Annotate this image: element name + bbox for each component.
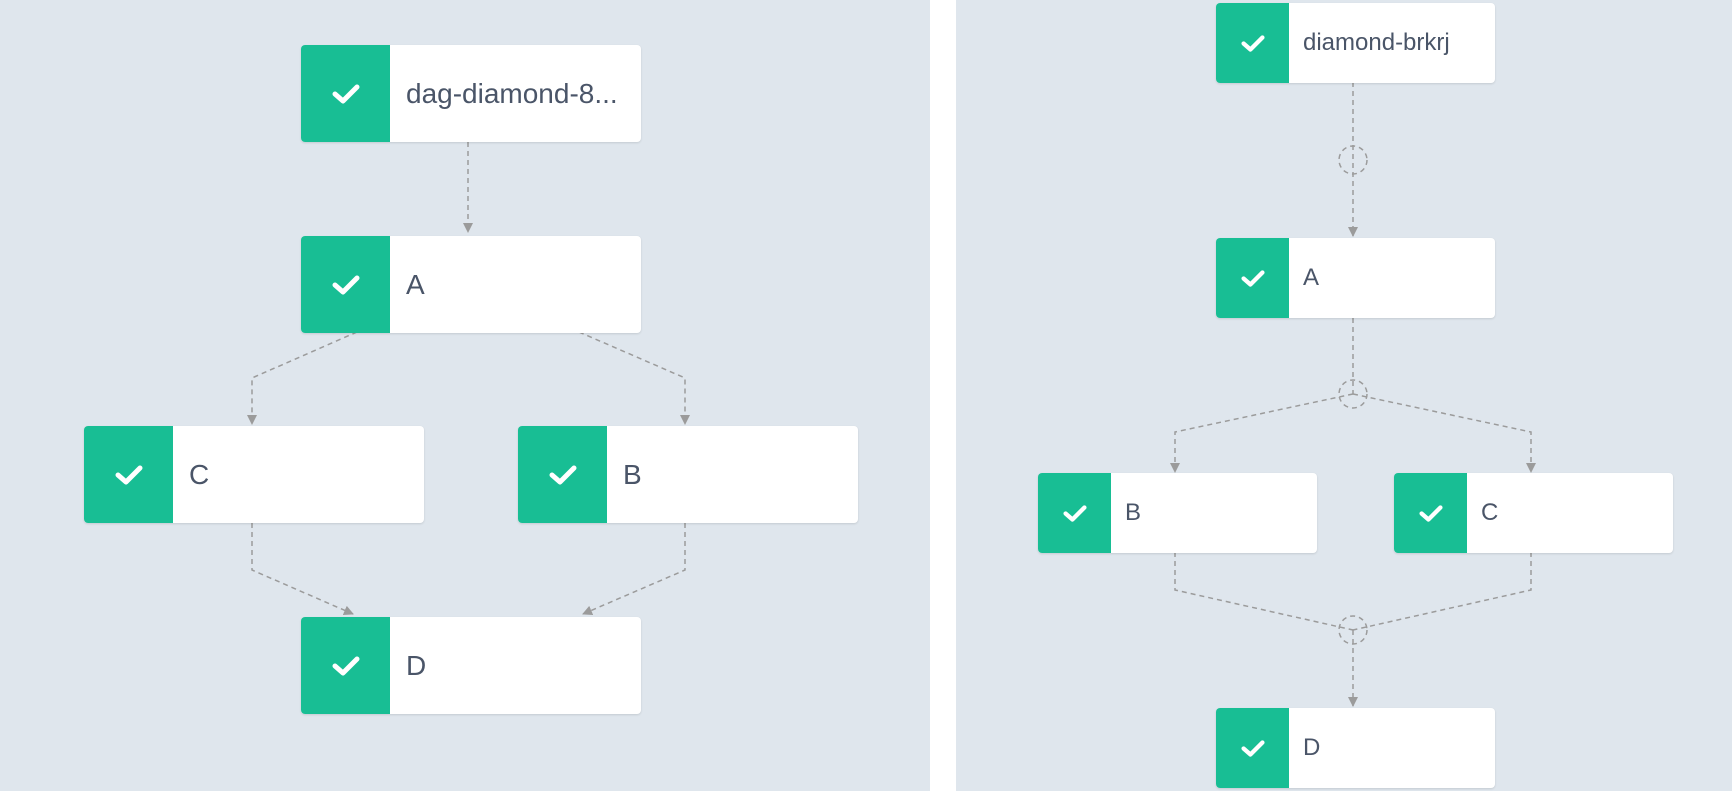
- node-c[interactable]: C: [84, 426, 424, 523]
- check-icon: [332, 84, 359, 103]
- left-graph-edges: [247, 142, 690, 616]
- node-label: diamond-brkrj: [1303, 29, 1450, 56]
- edge-b-to-junction: [1174, 552, 1354, 631]
- check-icon: [332, 656, 359, 675]
- check-icon: [1240, 269, 1265, 287]
- edge-b-to-d: [582, 523, 686, 616]
- node-b[interactable]: B: [518, 426, 858, 523]
- node-label: dag-diamond-8...: [406, 77, 618, 109]
- node-d[interactable]: D: [301, 617, 641, 714]
- status-succeeded: [1216, 238, 1289, 318]
- status-succeeded: [1038, 473, 1111, 553]
- node-label: B: [623, 458, 642, 490]
- status-succeeded: [518, 426, 607, 523]
- node-a[interactable]: A: [1216, 238, 1495, 318]
- edge-a-to-b: [578, 331, 690, 425]
- node-label: D: [406, 649, 427, 681]
- junction-circle-1: [1338, 145, 1368, 175]
- right-workflow-graph: diamond-brkrj A B C D: [956, 0, 1732, 791]
- check-icon: [332, 275, 359, 294]
- check-icon: [1418, 504, 1443, 522]
- status-succeeded: [301, 236, 390, 333]
- junction-circle-3: [1338, 615, 1368, 645]
- check-icon: [549, 465, 576, 484]
- status-succeeded: [1216, 3, 1289, 83]
- status-succeeded: [301, 617, 390, 714]
- status-succeeded: [301, 45, 390, 142]
- node-label: A: [406, 268, 425, 300]
- edge-c-to-d: [251, 523, 354, 615]
- status-succeeded: [1394, 473, 1467, 553]
- node-label: B: [1125, 499, 1142, 526]
- node-dag-root[interactable]: dag-diamond-8...: [301, 45, 641, 142]
- check-icon: [115, 465, 142, 484]
- junction-circle-2: [1338, 379, 1368, 409]
- node-c[interactable]: C: [1394, 473, 1673, 553]
- status-succeeded: [1216, 708, 1289, 788]
- node-label: D: [1303, 734, 1321, 761]
- edge-c-to-junction: [1352, 552, 1532, 631]
- node-dag-root[interactable]: diamond-brkrj: [1216, 3, 1495, 83]
- edge-a-to-c: [247, 331, 358, 425]
- node-a[interactable]: A: [301, 236, 641, 333]
- left-workflow-graph: dag-diamond-8... A C B D: [0, 0, 930, 791]
- node-label: C: [1481, 499, 1499, 526]
- check-icon: [1240, 739, 1265, 757]
- status-succeeded: [84, 426, 173, 523]
- node-label: A: [1303, 264, 1320, 291]
- node-b[interactable]: B: [1038, 473, 1317, 553]
- right-graph-edges: [1170, 82, 1536, 707]
- node-label: C: [189, 458, 210, 490]
- edge-junction-to-b: [1170, 393, 1354, 473]
- node-d[interactable]: D: [1216, 708, 1495, 788]
- edge-junction-to-c: [1352, 393, 1536, 473]
- check-icon: [1062, 504, 1087, 522]
- check-icon: [1240, 34, 1265, 52]
